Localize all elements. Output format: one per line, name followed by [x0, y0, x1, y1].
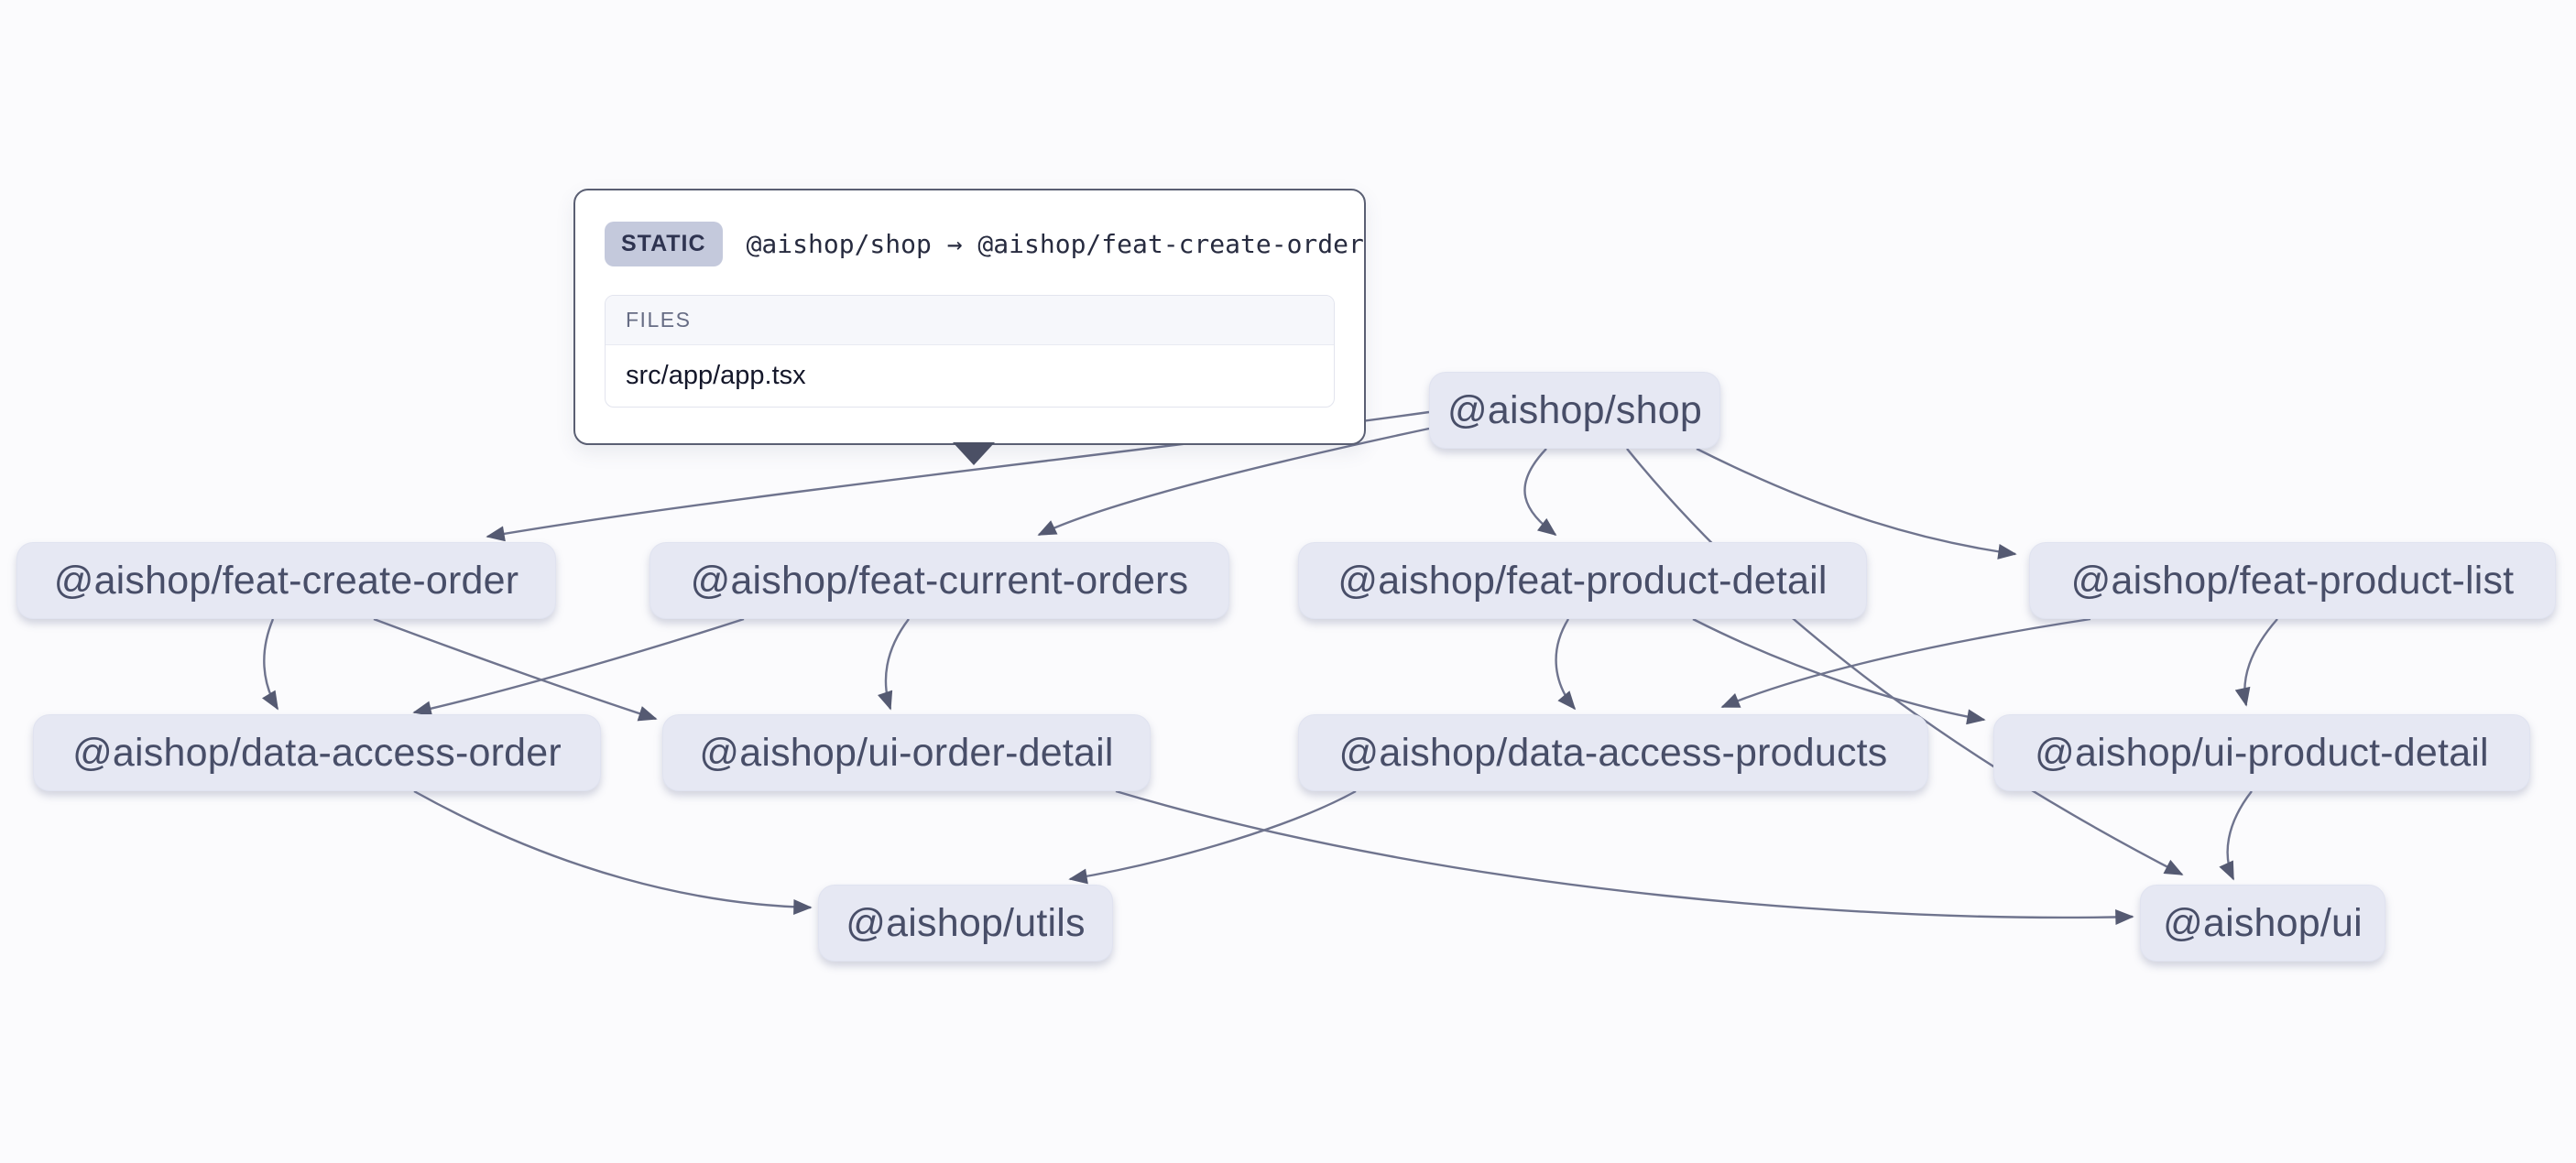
project-node-label: @aishop/feat-product-detail	[1337, 558, 1828, 603]
project-node-utils[interactable]: @aishop/utils	[818, 885, 1113, 962]
edge-feat-product-list-to-data-access-products[interactable]	[1720, 617, 2091, 709]
file-list-item: src/app/app.tsx	[626, 361, 806, 390]
project-node-label: @aishop/data-access-order	[72, 730, 562, 775]
project-node-data-access-products[interactable]: @aishop/data-access-products	[1298, 714, 1928, 791]
edge-ui-order-detail-to-ui[interactable]	[1115, 789, 2134, 925]
project-node-label: @aishop/feat-product-list	[2070, 558, 2515, 603]
project-node-label: @aishop/feat-create-order	[53, 558, 519, 603]
project-node-label: @aishop/shop	[1447, 387, 1702, 432]
project-node-label: @aishop/data-access-products	[1338, 730, 1888, 775]
edge-tooltip: STATIC @aishop/shop → @aishop/feat-creat…	[573, 189, 1366, 445]
project-node-data-access-order[interactable]: @aishop/data-access-order	[33, 714, 601, 791]
edge-shop-to-feat-product-detail[interactable]	[1523, 448, 1557, 537]
project-node-ui-product-detail[interactable]: @aishop/ui-product-detail	[1993, 714, 2530, 791]
project-node-feat-create-order[interactable]: @aishop/feat-create-order	[16, 542, 556, 619]
edge-shop-to-ui[interactable]	[1626, 448, 2184, 876]
edge-shop-to-feat-current-orders[interactable]	[1037, 427, 1430, 537]
files-section-header: FILES	[606, 296, 1334, 345]
project-node-shop[interactable]: @aishop/shop	[1429, 372, 1720, 449]
edge-feat-create-order-to-data-access-order[interactable]	[262, 618, 279, 711]
edge-feat-product-detail-to-data-access-products[interactable]	[1555, 618, 1577, 711]
project-node-label: @aishop/ui	[2163, 900, 2363, 945]
project-node-ui-order-detail[interactable]: @aishop/ui-order-detail	[662, 714, 1151, 791]
edge-feat-product-list-to-ui-product-detail[interactable]	[2234, 618, 2278, 707]
edge-feat-current-orders-to-ui-order-detail[interactable]	[878, 618, 910, 711]
edge-tooltip-header: STATIC @aishop/shop → @aishop/feat-creat…	[605, 218, 1364, 269]
files-panel: FILES src/app/app.tsx	[605, 295, 1335, 408]
project-node-label: @aishop/ui-order-detail	[699, 730, 1114, 775]
project-node-feat-current-orders[interactable]: @aishop/feat-current-orders	[649, 542, 1229, 619]
project-node-label: @aishop/ui-product-detail	[2035, 730, 2489, 775]
edge-type-badge: STATIC	[605, 221, 723, 266]
edge-feat-create-order-to-ui-order-detail[interactable]	[373, 617, 658, 722]
project-node-ui[interactable]: @aishop/ui	[2140, 885, 2385, 962]
project-node-label: @aishop/feat-current-orders	[690, 558, 1189, 603]
edge-feat-product-detail-to-ui-product-detail[interactable]	[1692, 617, 1986, 725]
edge-feat-current-orders-to-data-access-order[interactable]	[412, 617, 745, 717]
edge-tooltip-title: @aishop/shop → @aishop/feat-create-order	[746, 228, 1364, 259]
edge-data-access-order-to-utils[interactable]	[413, 789, 813, 916]
edge-data-access-products-to-utils[interactable]	[1068, 789, 1357, 885]
tooltip-pointer-icon	[953, 442, 995, 465]
edge-shop-to-feat-product-list[interactable]	[1696, 447, 2017, 560]
edge-ui-product-detail-to-ui[interactable]	[2219, 790, 2253, 881]
project-node-feat-product-list[interactable]: @aishop/feat-product-list	[2029, 542, 2556, 619]
project-node-label: @aishop/utils	[846, 900, 1086, 945]
project-node-feat-product-detail[interactable]: @aishop/feat-product-detail	[1298, 542, 1867, 619]
